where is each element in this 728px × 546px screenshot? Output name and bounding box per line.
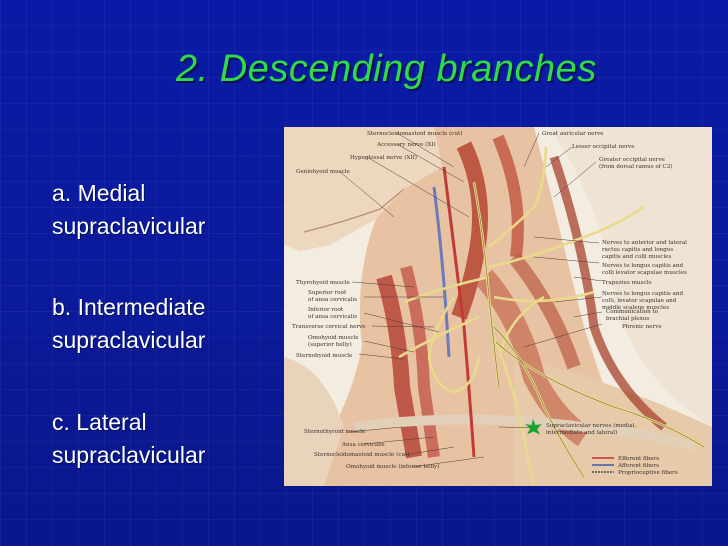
legend-efferent: Efferent fibers	[618, 456, 659, 462]
label-greater-occipital-2: (from dorsal ramus of C2)	[599, 163, 673, 170]
label-hypoglossal: Hypoglossal nerve (XII)	[350, 154, 417, 161]
label-transverse-cervical: Transverse cervical nerve	[292, 324, 366, 330]
legend-afferent: Afferent fibers	[617, 463, 659, 469]
label-omohyoid-inferior: Omohyoid muscle (inferior belly)	[346, 463, 439, 470]
item-label: b. Intermediate	[52, 294, 206, 320]
list-item-medial: a. Medial supraclavicular	[52, 177, 205, 243]
label-nerves-anterior-2: rectus capitis and longus	[602, 247, 673, 253]
item-label: a. Medial	[52, 180, 146, 206]
item-label-continuation: supraclavicular	[52, 213, 206, 239]
label-sternothyroid: Sternothyroid muscle	[304, 429, 366, 435]
label-supraclavicular: Supraclavicular nerves (medial,	[546, 422, 637, 429]
slide-title: 2. Descending branches	[176, 48, 597, 90]
label-supraclavicular-2: intermediate and lateral)	[546, 429, 617, 436]
label-ansa-cervicalis: Ansa cervicalis	[341, 442, 385, 448]
label-inferior-root: Inferior root	[308, 307, 344, 313]
item-label-continuation: supraclavicular	[52, 327, 206, 353]
list-item-intermediate: b. Intermediate supraclavicular	[52, 291, 205, 357]
label-communication: Communication to	[606, 309, 659, 315]
label-greater-occipital: Greater occipital nerve	[599, 157, 665, 163]
label-sternocleidomastoid: Sternocleidomastoid muscle (cut)	[367, 130, 462, 137]
label-nerves-scalene-3: middle scalene muscles	[602, 305, 669, 311]
label-omohyoid-superior-2: (superior belly)	[308, 341, 352, 348]
label-geniohyoid: Geniohyoid muscle	[296, 169, 351, 175]
item-label-continuation: supraclavicular	[52, 442, 206, 468]
label-nerves-scalene: Nerves to longus capitis and	[602, 291, 683, 297]
item-label: c. Lateral	[52, 409, 147, 435]
star-marker-icon	[525, 419, 542, 435]
label-sternohyoid: Sternohyoid muscle	[296, 353, 353, 359]
label-omohyoid-superior: Omohyoid muscle	[308, 335, 359, 341]
neck-nerve-illustration: Sternocleidomastoid muscle (cut) Great a…	[284, 127, 712, 486]
head-outline	[284, 127, 442, 251]
label-communication-2: brachial plexus	[606, 316, 649, 322]
label-nerves-anterior: Nerves to anterior and lateral	[602, 240, 687, 246]
label-superior-root-2: of ansa cervicalis	[308, 297, 357, 303]
label-trapezius: Trapezius muscle	[602, 280, 652, 286]
label-phrenic: Phrenic nerve	[622, 324, 662, 330]
label-superior-root: Superior root	[308, 290, 347, 296]
label-scm-bottom: Sternocleidomastoid muscle (cut)	[314, 451, 409, 458]
anatomy-drawing: Sternocleidomastoid muscle (cut) Great a…	[284, 127, 712, 486]
label-nerves-scalene-2: colli, levator scapulae and	[602, 298, 677, 304]
label-accessory: Accessory nerve (XI)	[376, 141, 436, 148]
legend-proprioceptive: Proprioceptive fibers	[618, 470, 678, 476]
label-nerves-longus: Nerves to longus capitis and	[602, 263, 683, 269]
label-nerves-anterior-3: capitis and colli muscles	[602, 254, 671, 260]
label-great-auricular: Great auricular nerve	[542, 131, 604, 137]
label-thyrohyoid: Thyrohyoid muscle	[296, 280, 351, 286]
label-inferior-root-2: of ansa cervicalis	[308, 314, 357, 320]
list-item-lateral: c. Lateral supraclavicular	[52, 406, 205, 472]
label-nerves-longus-2: colli levator scapulae muscles	[602, 270, 687, 276]
label-lesser-occipital: Lesser occipital nerve	[572, 144, 635, 150]
